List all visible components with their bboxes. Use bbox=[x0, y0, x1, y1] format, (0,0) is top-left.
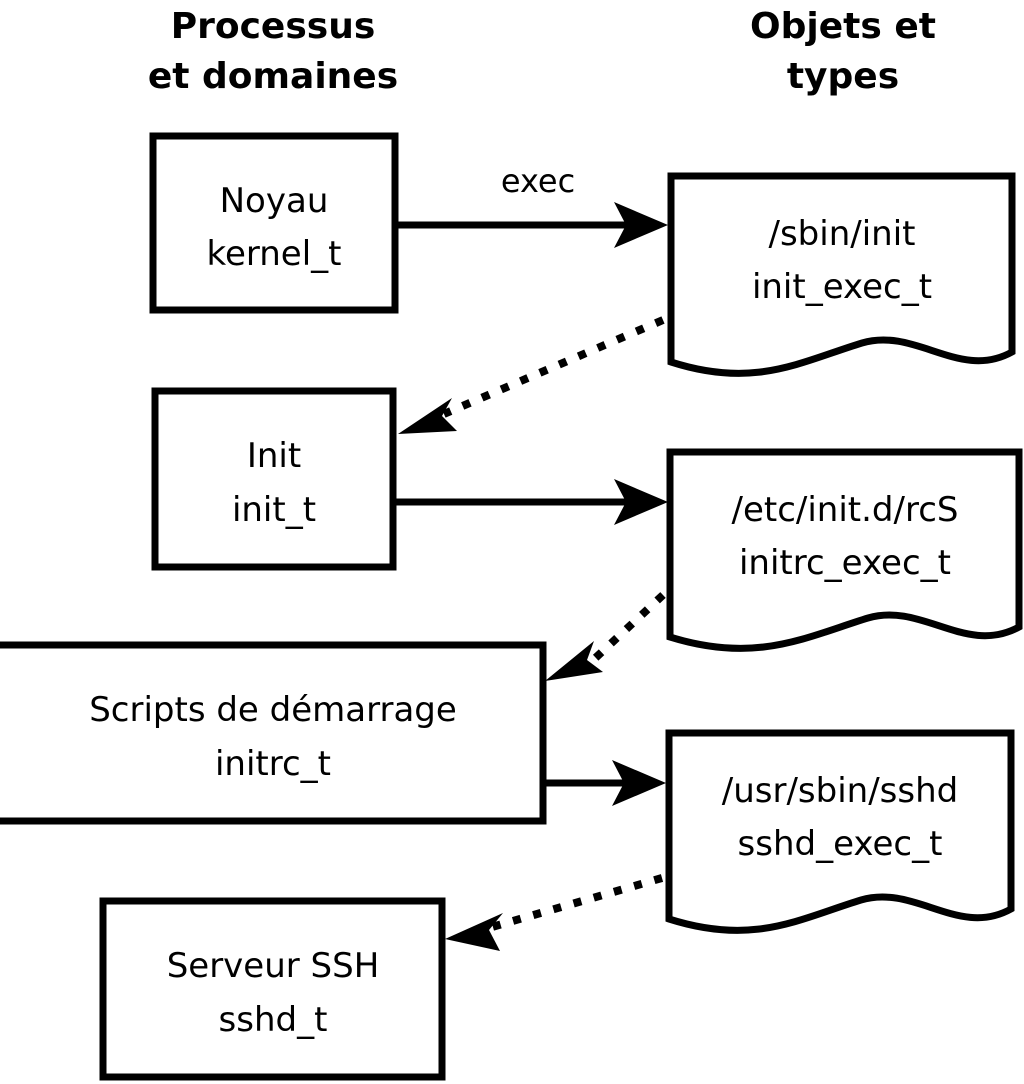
node-init-exec-line1: /sbin/init bbox=[769, 214, 916, 254]
node-initrc-line2: initrc_t bbox=[215, 744, 331, 784]
node-init-line1: Init bbox=[247, 436, 301, 476]
column-title-processes-line1: Processus bbox=[171, 6, 376, 47]
node-sshd[interactable]: Serveur SSH sshd_t bbox=[99, 897, 446, 1081]
edge-init-to-initrc-exec-arrowhead bbox=[614, 479, 668, 525]
node-initrc-exec-document[interactable] bbox=[666, 448, 1023, 652]
node-init[interactable]: Init init_t bbox=[151, 387, 397, 571]
node-sshd-exec-line1: /usr/sbin/sshd bbox=[722, 771, 958, 811]
edge-init-to-initrc-exec bbox=[396, 479, 668, 525]
node-initrc-exec-line2: initrc_exec_t bbox=[739, 543, 951, 583]
edge-init-exec-to-init bbox=[398, 316, 665, 434]
node-init-line2: init_t bbox=[232, 490, 316, 530]
node-init-exec[interactable]: /sbin/init init_exec_t bbox=[667, 172, 1016, 377]
node-kernel-line1: Noyau bbox=[220, 181, 329, 221]
edge-init-exec-to-init-line bbox=[442, 316, 665, 418]
edge-initrc-exec-to-initrc-line bbox=[587, 592, 666, 666]
node-sshd-exec-line2: sshd_exec_t bbox=[738, 824, 943, 864]
node-sshd-exec[interactable]: /usr/sbin/sshd sshd_exec_t bbox=[665, 729, 1015, 934]
node-sshd-line2: sshd_t bbox=[219, 1000, 328, 1040]
node-kernel-box[interactable] bbox=[149, 132, 399, 314]
edge-sshd-exec-to-sshd-arrowhead bbox=[445, 913, 503, 951]
edge-init-exec-to-init-arrowhead bbox=[398, 398, 457, 434]
edge-kernel-to-init-exec: exec bbox=[398, 162, 668, 248]
column-title-processes-line2: et domaines bbox=[148, 56, 398, 97]
node-sshd-line1: Serveur SSH bbox=[167, 946, 380, 986]
node-initrc-exec-line1: /etc/init.d/rcS bbox=[732, 490, 959, 530]
edge-initrc-exec-to-initrc-arrowhead bbox=[545, 641, 603, 681]
node-initrc-line1: Scripts de démarrage bbox=[89, 690, 457, 730]
node-initrc-box[interactable] bbox=[0, 641, 547, 825]
edge-kernel-to-init-exec-arrowhead bbox=[614, 202, 668, 248]
node-init-exec-line2: init_exec_t bbox=[752, 267, 932, 307]
edge-initrc-to-sshd-exec bbox=[546, 760, 666, 806]
node-init-box[interactable] bbox=[151, 387, 397, 571]
edge-initrc-to-sshd-exec-arrowhead bbox=[612, 760, 666, 806]
edge-initrc-exec-to-initrc bbox=[545, 592, 666, 681]
column-title-objects-line2: types bbox=[787, 56, 899, 97]
node-kernel[interactable]: Noyau kernel_t bbox=[149, 132, 399, 314]
column-title-objects-line1: Objets et bbox=[750, 6, 936, 47]
node-init-exec-document[interactable] bbox=[667, 172, 1016, 377]
node-initrc[interactable]: Scripts de démarrage initrc_t bbox=[0, 641, 547, 825]
edge-sshd-exec-to-sshd-line bbox=[490, 874, 664, 931]
edge-label-exec: exec bbox=[501, 162, 575, 200]
node-kernel-line2: kernel_t bbox=[206, 234, 341, 274]
column-title-processes: Processus et domaines bbox=[148, 6, 398, 97]
node-initrc-exec[interactable]: /etc/init.d/rcS initrc_exec_t bbox=[666, 448, 1023, 652]
node-sshd-exec-document[interactable] bbox=[665, 729, 1015, 934]
node-sshd-box[interactable] bbox=[99, 897, 446, 1081]
edge-sshd-exec-to-sshd bbox=[445, 874, 664, 951]
column-title-objects: Objets et types bbox=[750, 6, 936, 97]
